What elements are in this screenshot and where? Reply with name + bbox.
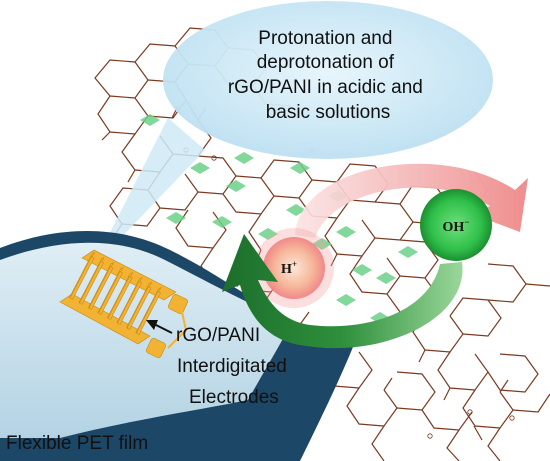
pointer-arrow-icon [146,320,173,334]
bubble-text-line1: Protonation and [258,28,392,49]
pani-unit [398,246,418,258]
functional-group-bond [127,169,136,183]
functional-group-bond [101,131,111,141]
callout-bubble: Protonation and deprotonation of rGO/PAN… [92,1,493,268]
pani-unit [376,272,396,284]
electrode-finger [117,281,142,325]
electrode-label-line3: Electrodes [189,387,279,408]
lattice-bond [222,175,275,215]
svg-text:OH−: OH− [443,217,470,235]
bubble-text-line2: deprotonation of [257,52,395,73]
film-label: Flexible PET film [6,433,148,454]
functional-group-bond [499,379,509,393]
lattice-bond [260,159,313,199]
bubble-text-line4: basic solutions [266,102,391,123]
pani-unit [258,228,278,240]
electrode-label-line1: rGO/PANI [176,325,260,346]
pani-unit [286,204,306,216]
lattice-bond [175,209,227,249]
lattice-bond [512,393,550,413]
electrode-finger [126,286,152,330]
lattice-bond [324,217,376,257]
electrode-finger [107,276,133,320]
group-atom [427,433,433,439]
functional-group-bond [330,253,338,267]
proton-label: H [281,262,292,277]
lattice-bond [487,353,539,393]
pani-unit [336,226,356,238]
lattice-bond [421,409,473,431]
electrode-finger [136,291,161,335]
lattice-bond [374,201,414,241]
lattice-bond [525,283,550,287]
electrode-finger [79,261,104,305]
hydroxide-sup: − [464,217,469,227]
group-atom [509,415,515,421]
lattice-bond [446,429,460,461]
pani-unit [226,180,246,192]
lattice-bond [248,213,262,251]
lattice-bond [346,387,398,427]
electrode-finger [88,266,114,310]
lattice-bond [109,187,161,227]
lattice-bond [371,425,385,461]
pani-unit [336,294,356,306]
curved-arrow-icon [222,234,463,349]
lattice-bond [487,427,501,461]
curved-arrow-icon [295,163,528,238]
proton-sup: + [292,259,297,269]
lattice-bond [437,351,489,391]
group-atom [211,155,217,161]
interdigitated-electrode [59,249,188,358]
functional-group-bond [383,377,393,391]
electrode-label: rGO/PANI Interdigitated Electrodes [176,325,292,408]
lattice-bond [97,95,149,135]
hydroxide-label: OH [443,220,465,235]
lattice-bond [449,297,502,337]
bubble-text-line3: rGO/PANI in acidic and [228,77,423,98]
pani-unit [234,152,254,164]
lattice-bond [487,263,527,303]
pani-unit [312,238,332,250]
svg-text:Protonation and deproton: Protonation and deprotonation of rGO/PAN… [228,28,428,123]
lattice-bond [94,59,149,99]
electrode-finger [69,256,95,300]
group-atom [467,409,473,415]
pani-unit [352,264,372,276]
lattice-bond [399,239,439,279]
electrode-label-line2: Interdigitated [177,356,287,377]
functional-group-bond [443,387,451,401]
pani-unit [212,216,232,228]
pani-unit [290,162,310,174]
lattice-bond [349,255,401,295]
proton-ion: H+ [254,228,334,308]
pani-unit [140,114,160,126]
lattice-bond [462,389,514,429]
pani-unit [166,212,186,224]
svg-text:H+: H+ [281,259,297,277]
pani-unit [190,162,210,174]
functional-group-bond [418,349,426,363]
electrode-finger [98,271,123,315]
functional-group-bond [473,425,483,441]
lattice-bond [396,371,436,411]
hydroxide-ion: OH− [420,189,492,261]
